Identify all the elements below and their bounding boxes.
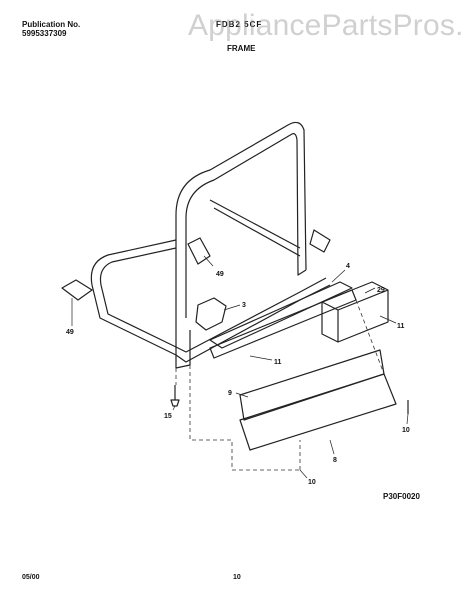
bracket-rear-49: [309, 229, 331, 253]
dash-line-4: [355, 299, 385, 375]
panel-9: [239, 349, 385, 421]
section-title: FRAME: [227, 44, 256, 53]
callout-10-bottom: 10: [308, 479, 316, 486]
leader-4: [331, 269, 346, 283]
box-29: [321, 281, 389, 343]
front-leg: [175, 320, 191, 369]
kick-plate-8: [239, 373, 397, 451]
frame-right-tube: [297, 269, 307, 276]
publication-label: Publication No.: [22, 20, 81, 29]
leader-11a: [379, 315, 397, 324]
callout-29: 29: [377, 287, 385, 294]
leader-10b: [299, 469, 308, 479]
leader-15: [172, 405, 176, 411]
footer-page-number: 10: [233, 574, 241, 581]
frame-arch-outer: [175, 121, 307, 320]
callout-11-center: 11: [274, 359, 282, 366]
frame-left-rail-inner: [99, 247, 177, 348]
frame-arch-inner: [185, 133, 299, 318]
bracket-plate: [209, 289, 357, 359]
leader-29: [364, 287, 376, 294]
leader-3: [223, 304, 241, 311]
dash-line-1: [189, 365, 300, 471]
callout-11-right: 11: [397, 323, 405, 330]
frame-front-rail-inner: [175, 277, 327, 353]
screw-15: [170, 385, 180, 407]
model-number: FDB2 5CF: [216, 20, 263, 29]
frame-rear-rail: [209, 199, 301, 257]
publication-number: 5995337309: [22, 29, 67, 38]
callout-10-right: 10: [402, 427, 410, 434]
drawing-code: P30F0020: [383, 492, 420, 501]
callout-3: 3: [242, 302, 246, 309]
leader-11b: [249, 355, 273, 361]
watermark: AppliancePartsPros.com: [188, 9, 463, 42]
footer-date: 05/00: [22, 574, 40, 581]
callout-9: 9: [228, 390, 232, 397]
leader-9: [235, 392, 249, 398]
leader-10a: [406, 413, 409, 425]
callout-49-right: 49: [216, 271, 224, 278]
leader-8: [329, 439, 335, 455]
callout-49-left: 49: [66, 329, 74, 336]
callout-4: 4: [346, 263, 350, 270]
valve-3: [195, 297, 227, 331]
callout-15: 15: [164, 413, 172, 420]
leader-49a: [203, 255, 214, 267]
frame-left-rail-outer: [90, 239, 177, 356]
callout-8: 8: [333, 457, 337, 464]
bracket-left-49: [61, 279, 93, 301]
bracket-right-49: [187, 237, 211, 265]
